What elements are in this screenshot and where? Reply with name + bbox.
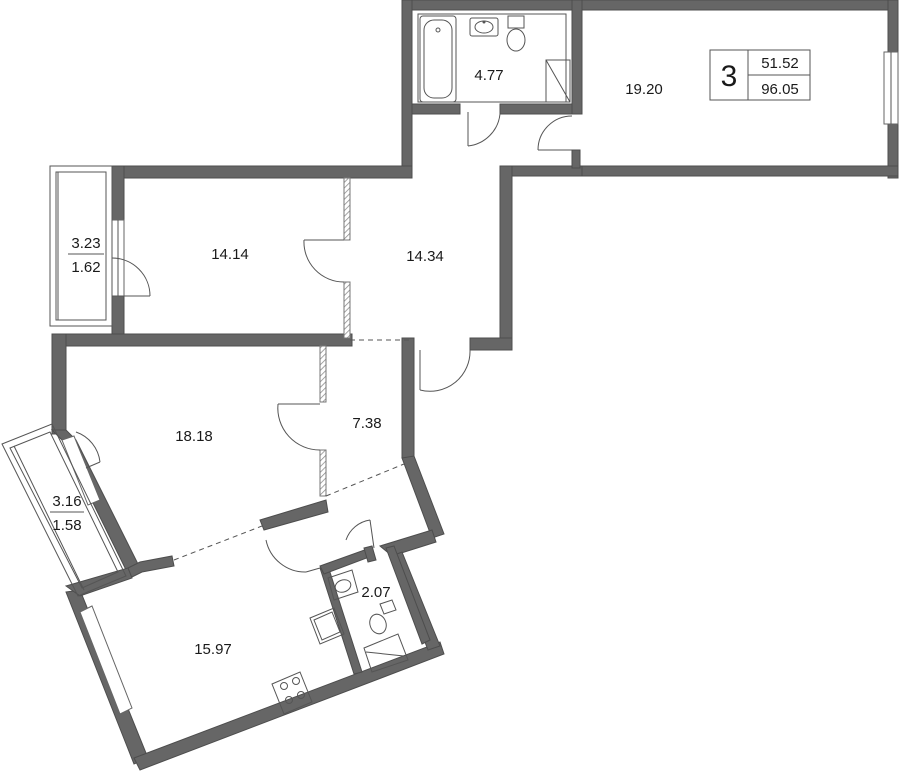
shaft-icon [545, 59, 571, 103]
balcony-upper-total: 3.23 [71, 235, 100, 252]
window-lower-bedroom [61, 435, 101, 506]
opening-kitchen-bedroom [173, 525, 263, 561]
balcony-upper-label: 3.23 1.62 [68, 235, 104, 276]
door-wc[interactable] [345, 519, 375, 549]
exterior-walls [50, 0, 899, 771]
room-area-bedroom-left: 14.14 [211, 246, 249, 263]
balcony-lower-label: 3.16 1.58 [50, 493, 84, 534]
living-area: 51.52 [761, 55, 799, 72]
balcony-lower-total: 3.16 [52, 493, 81, 510]
door-balcony-lower[interactable] [75, 431, 101, 469]
door-large-room[interactable] [537, 115, 581, 169]
balcony-lower-reduced: 1.58 [52, 517, 81, 534]
room-area-kitchen: 15.97 [194, 641, 232, 658]
room-area-living-room: 19.20 [625, 81, 663, 98]
room-area-hall: 14.34 [406, 248, 444, 265]
partition-hall-upper [343, 177, 351, 241]
toilet-icon [506, 15, 526, 52]
total-area: 96.05 [761, 81, 799, 98]
summary-box: 3 51.52 96.05 [709, 49, 811, 101]
door-bedroom-left[interactable] [303, 239, 345, 283]
bathtub-icon [419, 15, 457, 103]
balcony-upper-reduced: 1.62 [71, 259, 100, 276]
partition-hall-lower [343, 281, 351, 339]
wc-sink-icon [327, 569, 359, 601]
bathroom-walls [411, 0, 583, 115]
wc-toilet-icon [369, 599, 397, 635]
opening-corridor-kitchen [325, 463, 405, 497]
window-large-room [883, 51, 899, 125]
partition-corridor-upper [319, 345, 327, 403]
door-bathroom[interactable] [467, 112, 501, 147]
door-balcony-upper[interactable] [111, 257, 151, 297]
door-lower-bedroom[interactable] [277, 403, 321, 451]
door-entrance[interactable] [419, 349, 471, 392]
door-kitchen[interactable] [265, 539, 321, 573]
room-area-wc: 2.07 [361, 584, 390, 601]
wc-shaft-icon [363, 633, 409, 673]
room-area-corridor: 7.38 [352, 415, 381, 432]
balcony-lower [1, 423, 127, 597]
stove-icon [271, 671, 313, 715]
sink-icon [469, 17, 499, 37]
balcony-upper [49, 165, 113, 327]
window-kitchen [79, 605, 133, 715]
kitchen-sink-icon [309, 607, 345, 645]
room-area-bedroom-lower: 18.18 [175, 428, 213, 445]
rooms-count: 3 [721, 60, 738, 93]
partition-corridor-lower [319, 449, 327, 497]
room-area-bathroom: 4.77 [474, 67, 503, 84]
